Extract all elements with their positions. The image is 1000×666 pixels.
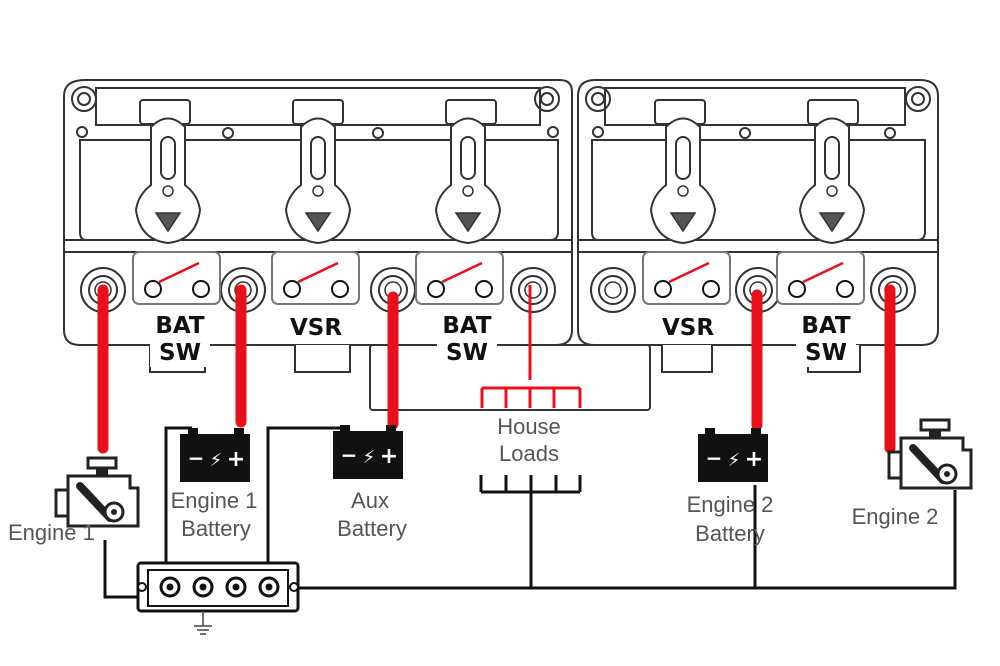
svg-text:−: − [341, 443, 358, 467]
svg-text:Battery: Battery [181, 516, 251, 541]
bat-sw-label-3: BAT SW [796, 310, 856, 367]
svg-text:VSR: VSR [290, 315, 342, 341]
vsr-label-2: VSR [657, 312, 719, 342]
svg-text:BAT: BAT [801, 313, 851, 339]
svg-text:BAT: BAT [155, 313, 205, 339]
switch-icon-3 [415, 251, 504, 305]
house-loads-negative-bar [479, 475, 582, 494]
svg-text:Engine 1: Engine 1 [171, 488, 258, 513]
svg-text:Engine 2: Engine 2 [687, 492, 774, 517]
bus-bar-icon [136, 561, 300, 613]
svg-text:⚡: ⚡ [728, 450, 741, 471]
svg-text:+: + [745, 447, 763, 472]
svg-text:Aux: Aux [351, 488, 389, 513]
svg-text:House: House [497, 414, 561, 439]
terminal-5 [590, 267, 636, 313]
switch-icon-4 [642, 251, 731, 305]
switch-icon-1 [132, 251, 221, 305]
house-loads-positive-bar [480, 285, 582, 408]
svg-text:−: − [706, 446, 723, 470]
engine-icon-1 [56, 458, 138, 526]
battery-icon-engine1: − ⚡ + [180, 428, 250, 482]
label-engine2: Engine 2 [852, 504, 939, 529]
svg-text:⚡: ⚡ [210, 450, 223, 471]
svg-text:SW: SW [446, 340, 488, 366]
bat-sw-label-2: BAT SW [437, 310, 497, 367]
label-aux-battery: Aux Battery [337, 488, 407, 541]
svg-text:+: + [380, 444, 398, 469]
engine-icon-2 [889, 420, 971, 488]
switch-icon-5 [776, 251, 865, 305]
label-engine1: Engine 1 [8, 520, 95, 545]
positive-cables [97, 284, 896, 454]
label-engine2-battery: Engine 2 Battery [687, 492, 774, 546]
battery-icon-aux: − ⚡ + [333, 425, 403, 479]
switch-icon-2 [271, 251, 360, 305]
label-engine1-battery: Engine 1 Battery [171, 488, 258, 541]
svg-text:SW: SW [805, 340, 847, 366]
svg-text:+: + [227, 447, 245, 472]
label-house-loads: House Loads [497, 414, 561, 466]
svg-text:−: − [188, 446, 205, 470]
svg-text:Battery: Battery [695, 521, 765, 546]
ground-icon [194, 611, 212, 635]
bat-sw-label-1: BAT SW [150, 310, 210, 367]
svg-text:BAT: BAT [442, 313, 492, 339]
svg-text:VSR: VSR [662, 315, 714, 341]
vsr-label-1: VSR [285, 312, 347, 342]
svg-text:Loads: Loads [499, 441, 559, 466]
svg-text:SW: SW [159, 340, 201, 366]
terminal-4 [510, 267, 556, 313]
negative-wiring [103, 426, 957, 599]
svg-text:Battery: Battery [337, 516, 407, 541]
battery-icon-engine2: − ⚡ + [698, 428, 768, 482]
svg-text:⚡: ⚡ [363, 447, 376, 468]
